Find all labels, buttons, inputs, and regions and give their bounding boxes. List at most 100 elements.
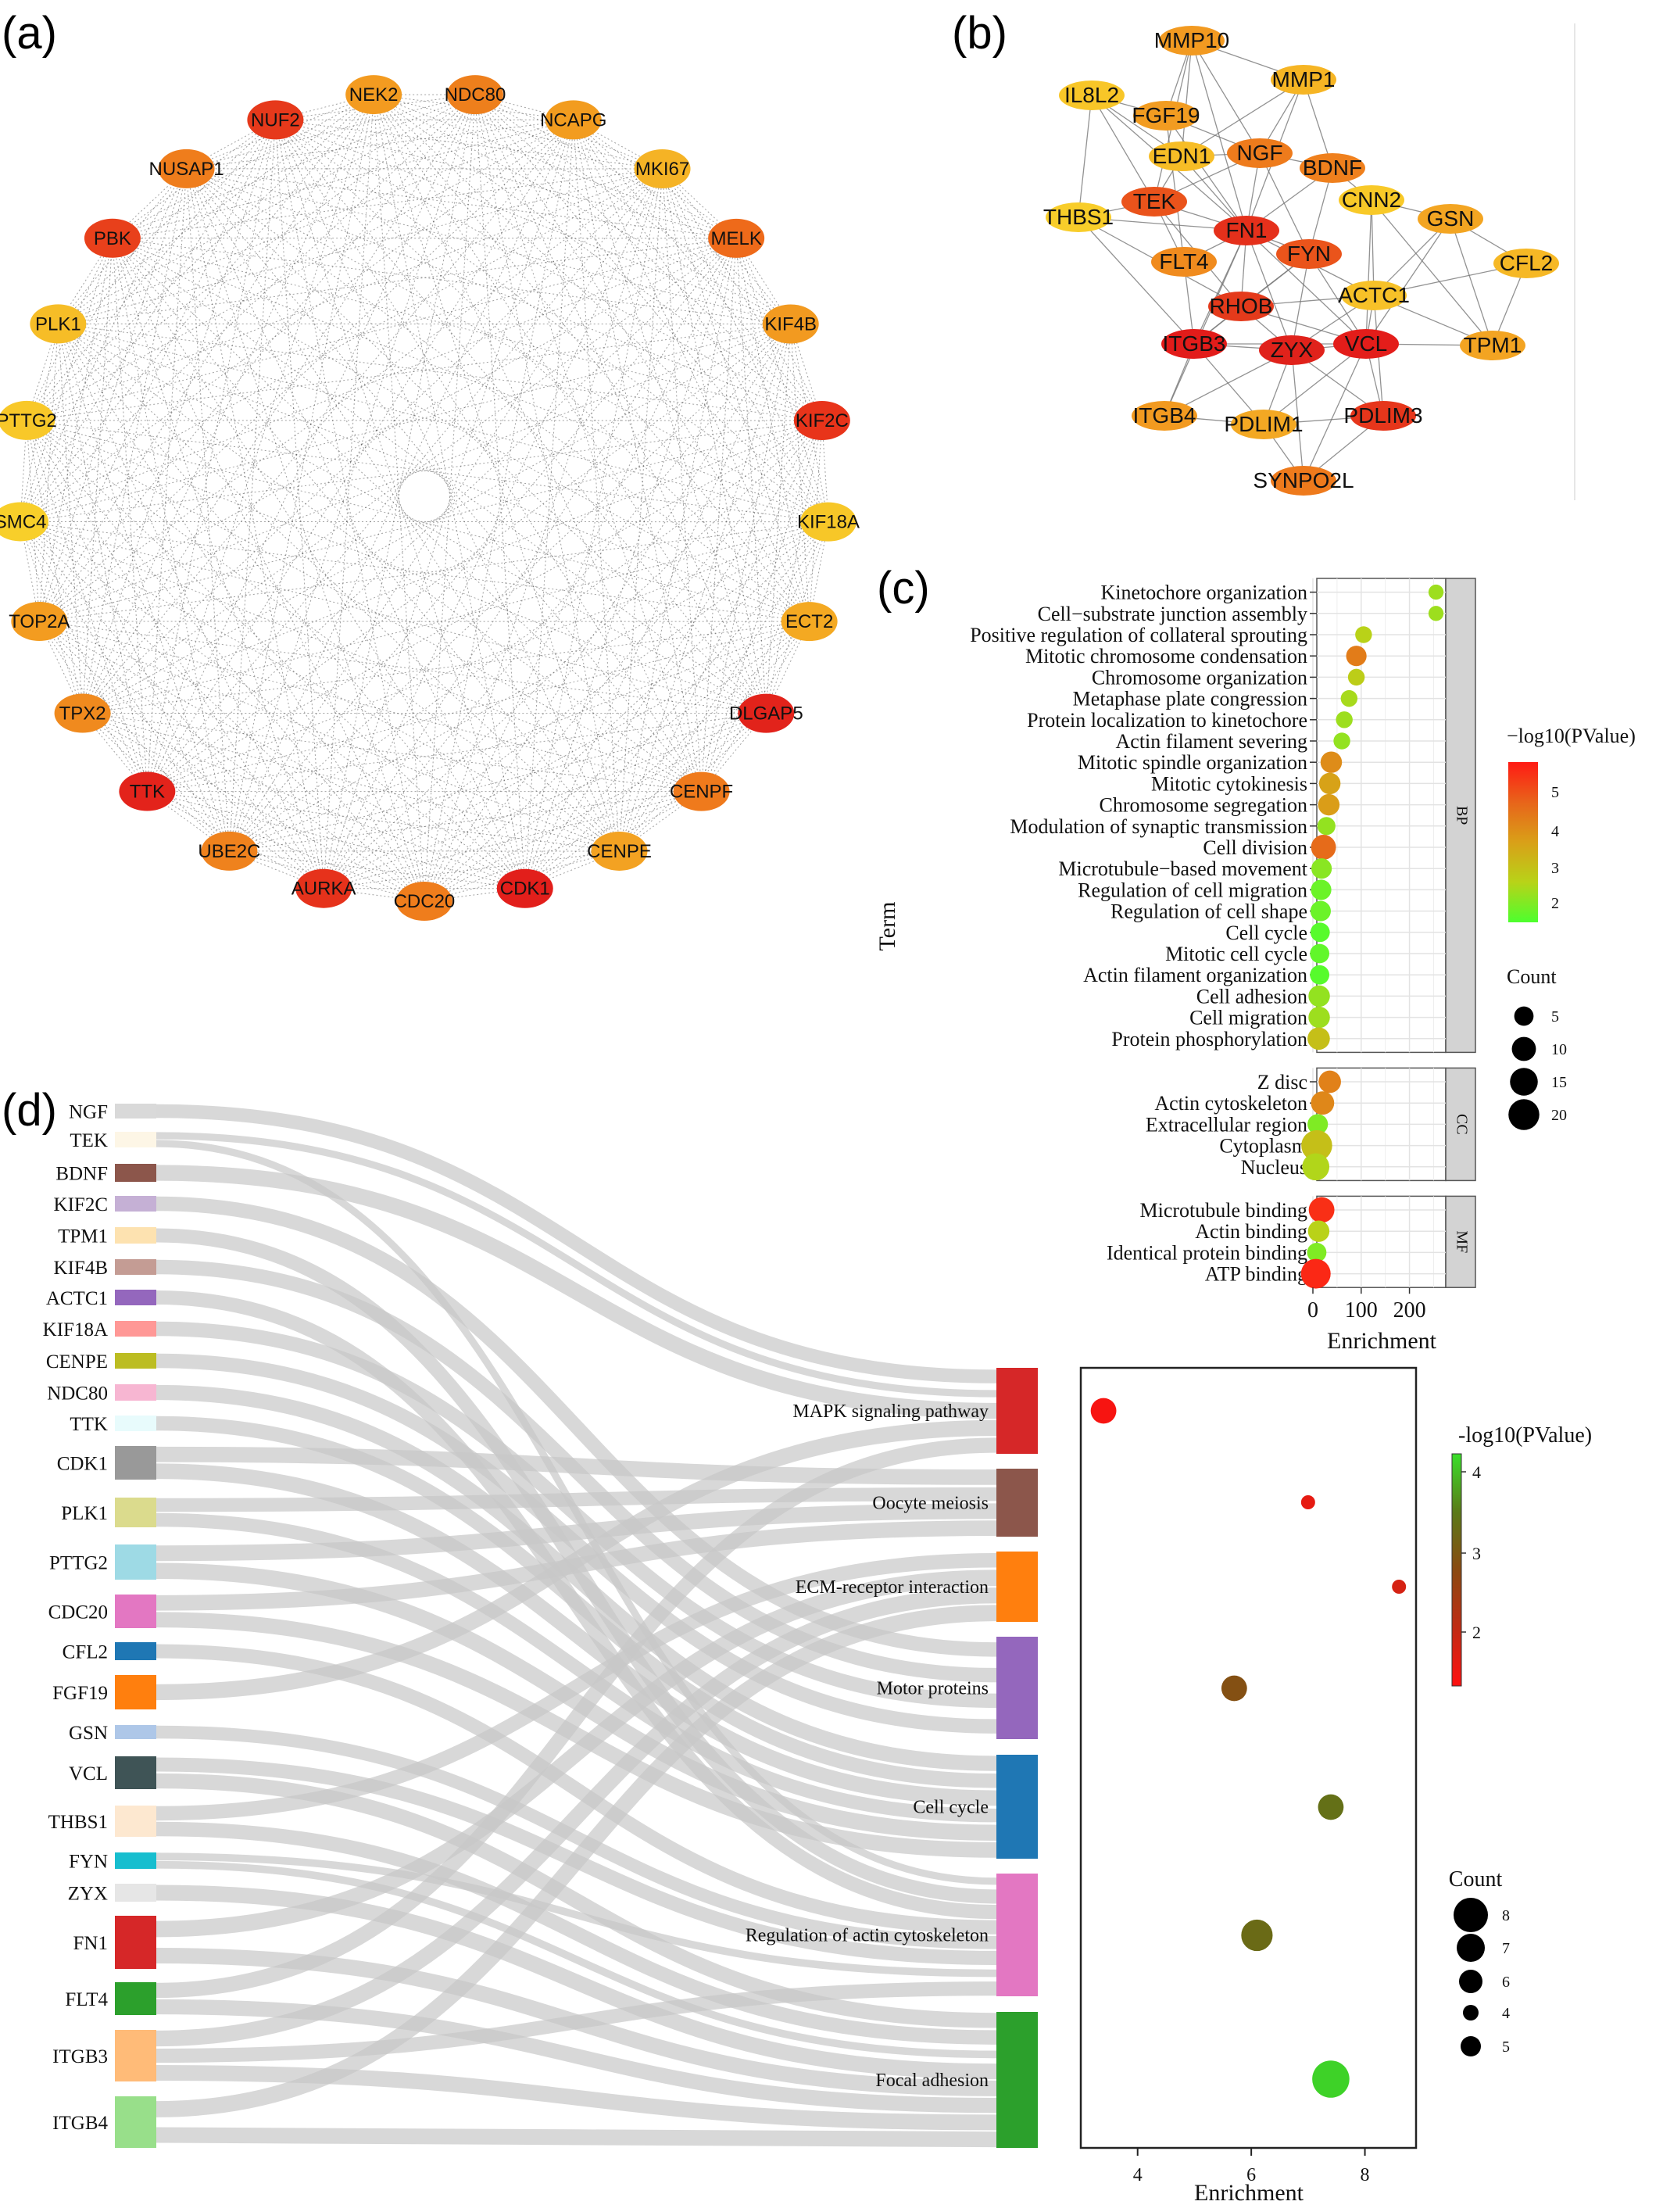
network-a-edge — [57, 324, 324, 889]
sankey-gene-label: KIF4B — [54, 1258, 108, 1279]
network-a-edge — [58, 94, 374, 324]
network-b-node — [1132, 401, 1197, 431]
sankey-pathway-bar — [996, 1755, 1038, 1859]
sankey-pathway-label: Cell cycle — [913, 1798, 989, 1818]
network-b-node — [1149, 141, 1214, 171]
network-a-node-label: PLK1 — [35, 313, 81, 335]
panel-label-c: (c) — [877, 563, 930, 614]
sankey-pathway-label: Oocyte meiosis — [872, 1494, 989, 1514]
sankey-gene-label: FYN — [69, 1852, 108, 1873]
kegg-size-legend-dot — [1454, 1898, 1488, 1932]
network-a-edge — [790, 324, 810, 622]
go-term-label: Regulation of cell shape — [1110, 900, 1307, 923]
network-a-edge — [323, 713, 767, 889]
sankey-gene-bar — [115, 1259, 156, 1275]
network-a-edge — [229, 420, 823, 852]
go-color-legend-title: −log10(PValue) — [1507, 725, 1636, 747]
network-a-edge — [573, 120, 767, 714]
network-a-node-label: MELK — [710, 228, 761, 249]
network-a-edge — [424, 521, 829, 902]
network-a: NDC80NCAPGMKI67MELKKIF4BKIF2CKIF18AECT2D… — [0, 75, 860, 921]
network-a-edge — [82, 324, 791, 714]
network-a-edge — [26, 94, 476, 421]
kegg-color-tick-label: 4 — [1472, 1462, 1481, 1482]
network-a-edge — [20, 94, 476, 522]
sankey-gene-label: PTTG2 — [49, 1553, 108, 1574]
network-a-edge — [186, 168, 324, 889]
network-a-edge — [662, 168, 703, 792]
sankey-pathway-label: Focal adhesion — [875, 2071, 989, 2091]
sankey-gene-label: ZYX — [68, 1884, 108, 1905]
network-b-node-label: MMP1 — [1272, 67, 1336, 91]
network-a-edge — [147, 420, 823, 792]
network-a-node — [446, 75, 503, 115]
network-a-edge — [20, 119, 574, 522]
network-a-edge — [619, 521, 829, 852]
network-a-edge — [323, 420, 823, 889]
network-a-edge — [112, 238, 620, 852]
network-b-node — [1208, 292, 1274, 321]
network-a-edge — [662, 168, 823, 421]
sankey-link — [156, 1821, 997, 2045]
network-a-edge — [38, 621, 230, 852]
network-b-node — [1339, 185, 1404, 215]
sankey-gene-bar — [115, 1884, 156, 1902]
go-strip-label: CC — [1453, 1114, 1470, 1135]
go-point — [1302, 1153, 1330, 1181]
network-b-node — [1418, 204, 1483, 234]
network-b-node-label: VCL — [1345, 331, 1387, 356]
kegg-size-legend-dot — [1461, 2036, 1481, 2056]
sankey-link — [156, 1605, 997, 2117]
network-b-edge — [1246, 230, 1367, 345]
network-a-edge — [229, 521, 829, 852]
go-term-label: Nucleus — [1241, 1156, 1307, 1179]
go-term-label: Kinetochore organization — [1101, 582, 1307, 604]
network-a-node — [247, 100, 304, 140]
network-a-edge — [147, 791, 620, 852]
go-x-tick-label: 0 — [1307, 1298, 1318, 1323]
network-b-edge — [1291, 253, 1310, 351]
network-a-edge — [82, 94, 476, 714]
panel-label-b: (b) — [952, 8, 1007, 59]
network-a-edge — [57, 324, 425, 902]
network-a-edge — [57, 324, 148, 792]
sankey-link — [156, 1612, 997, 1858]
network-b-node-label: TEK — [1133, 189, 1176, 213]
network-a-edge — [229, 238, 737, 852]
network-a-edge — [20, 521, 148, 792]
network-b-node-label: CFL2 — [1500, 251, 1553, 275]
network-a-edge — [20, 521, 425, 902]
network-a-edge — [701, 324, 792, 792]
network-a-edge — [765, 420, 823, 714]
network-a-edge — [524, 713, 767, 889]
network-a-edge — [524, 238, 737, 889]
network-a-edge — [112, 238, 324, 889]
network-a-edge — [58, 323, 829, 523]
go-term-label: Positive regulation of collateral sprout… — [970, 624, 1307, 646]
network-b-node-label: MMP10 — [1154, 28, 1229, 52]
network-b-node-label: RHOB — [1210, 294, 1273, 318]
go-term-label: Protein localization to kinetochore — [1027, 709, 1307, 732]
network-a-edge — [147, 621, 810, 793]
kegg-color-tick-label: 3 — [1472, 1544, 1481, 1563]
go-term-label: Microtubule−based movement — [1058, 857, 1307, 880]
network-a-edge — [373, 94, 829, 522]
network-a-node-label: PTTG2 — [0, 410, 57, 431]
network-a-edge — [146, 120, 276, 792]
go-point — [1311, 835, 1336, 860]
network-a-edge — [373, 94, 526, 889]
go-size-legend-title: Count — [1507, 965, 1557, 988]
network-a-edge — [573, 120, 810, 622]
network-a-edge — [323, 94, 476, 889]
network-b-node-label: FLT4 — [1159, 249, 1208, 274]
go-term-label: Cell migration — [1189, 1007, 1307, 1029]
go-strip-cc — [1445, 1067, 1476, 1182]
network-a-edge — [26, 420, 148, 792]
network-a-edge — [38, 94, 374, 622]
network-b-node-label: ITGB3 — [1163, 331, 1226, 356]
sankey-gene-label: CDC20 — [48, 1602, 108, 1623]
sankey-gene-label: PLK1 — [61, 1503, 108, 1524]
go-color-tick-label: 4 — [1551, 823, 1559, 840]
network-a-edge — [275, 119, 829, 522]
network-a-edge — [186, 168, 810, 622]
